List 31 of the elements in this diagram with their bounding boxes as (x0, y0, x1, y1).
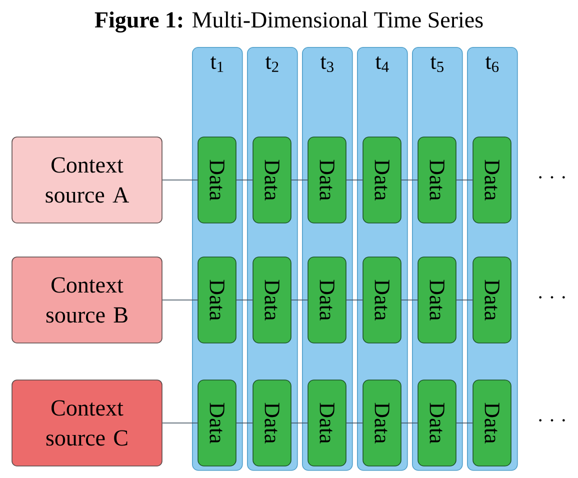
data-box: Data (418, 256, 456, 344)
data-box: Data (252, 380, 292, 466)
ellipsis: · · · (539, 176, 565, 178)
data-box: Data (418, 136, 456, 224)
connector-line (236, 422, 253, 424)
data-box: Data (252, 136, 292, 224)
data-box: Data (198, 256, 236, 344)
data-box: Data (418, 380, 456, 466)
data-box: Data (362, 380, 402, 466)
ellipsis: · · · (539, 296, 565, 298)
data-box: Data (362, 136, 402, 224)
title: Figure 1: Multi-Dimensional Time Series (94, 11, 483, 33)
data-box: Data (198, 136, 236, 224)
connector-line (346, 422, 363, 424)
data-box: Data (198, 380, 236, 466)
data-box: Data (308, 380, 346, 466)
source-box: Context source B (12, 256, 162, 344)
connector-line (291, 422, 308, 424)
connector-line (456, 422, 473, 424)
ellipsis: · · · (539, 419, 565, 422)
source-box: Context source A (12, 136, 162, 224)
connector-line (162, 422, 198, 424)
data-box: Data (252, 256, 292, 344)
data-box: Data (308, 256, 346, 344)
data-box: Data (362, 256, 402, 344)
data-box: Data (308, 136, 346, 224)
connector-line (401, 422, 418, 424)
data-box: Data (472, 136, 512, 224)
source-box: Context source C (12, 380, 162, 466)
data-box: Data (472, 256, 512, 344)
data-box: Data (472, 380, 512, 466)
